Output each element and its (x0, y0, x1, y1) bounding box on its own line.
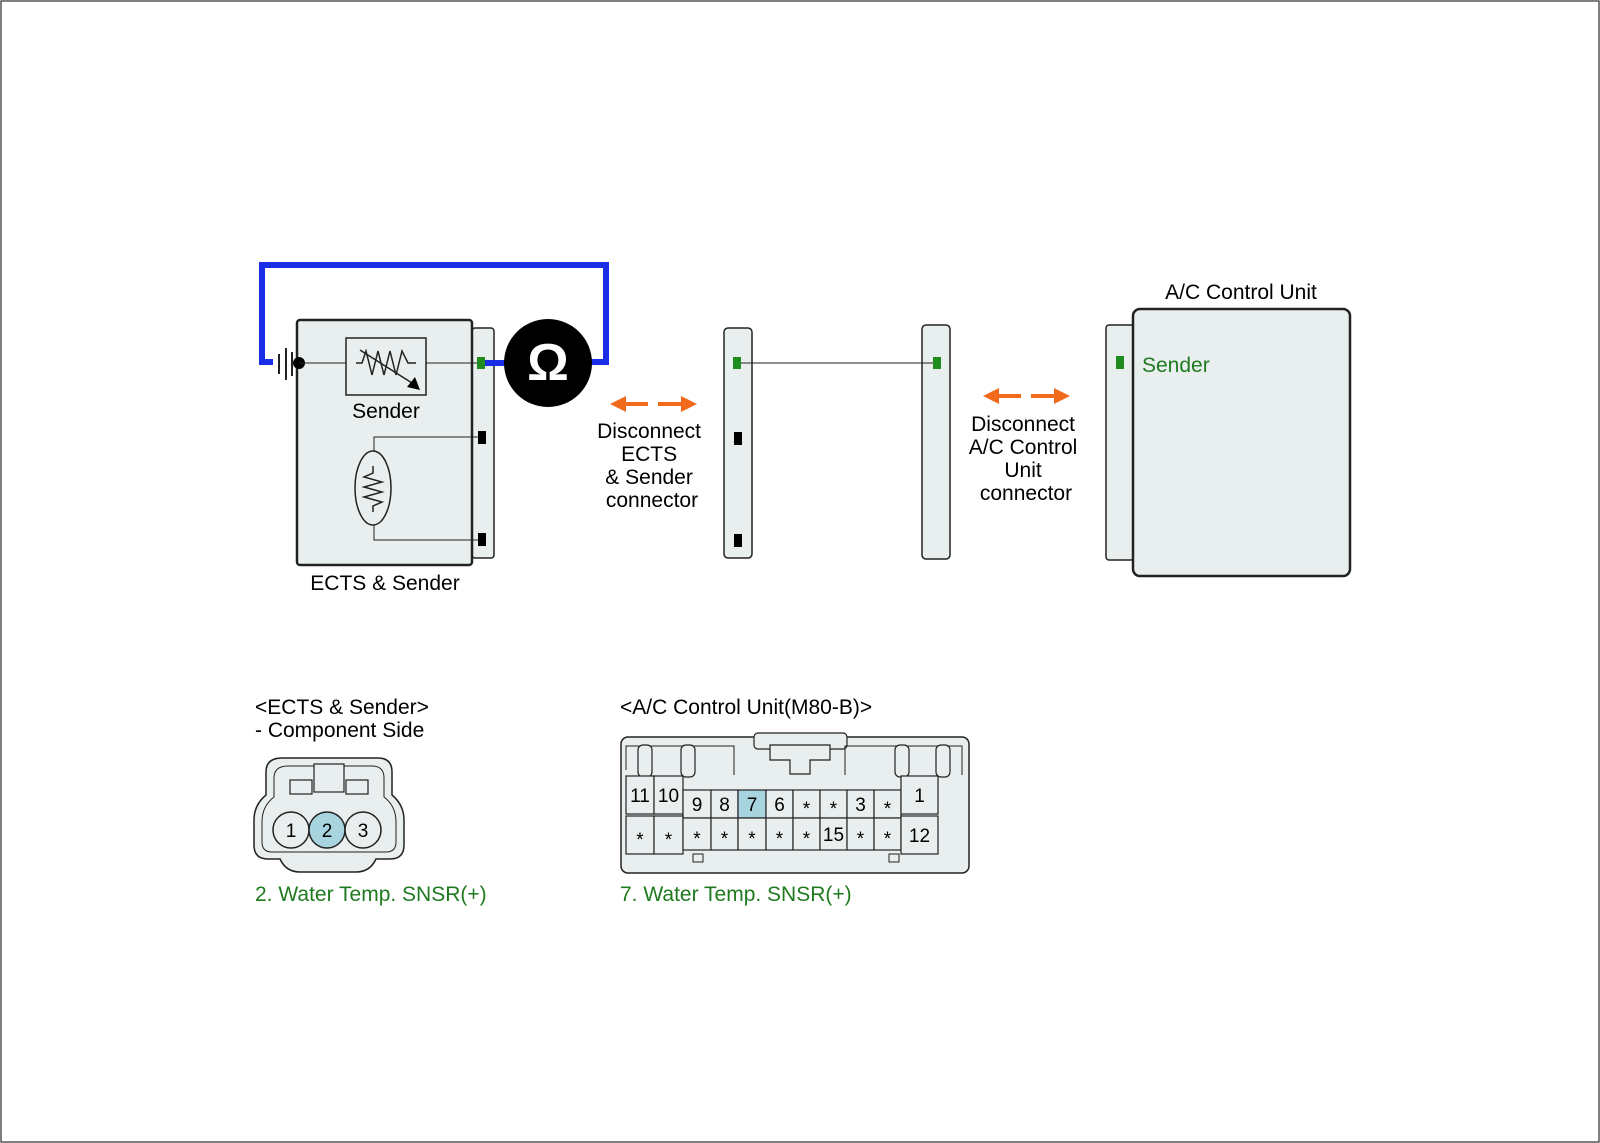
ac-pin-cell-bottom-5 (737, 817, 767, 851)
ac-pin-cell-bottom-4 (710, 817, 739, 851)
ac-pin-label-bottom-1: * (636, 830, 644, 851)
ac-unit-pin-sender (1116, 356, 1124, 369)
ac-pin-cell-top-11 (900, 775, 939, 815)
ac-connector-post-3 (894, 744, 910, 778)
ects-connector-latch-left (289, 779, 313, 795)
ac-connector-post-4 (935, 744, 951, 778)
ac-pin-label-top-2: 10 (658, 786, 679, 807)
harness-pin-left-sender (733, 357, 741, 369)
ac-pin-cell-bottom-9 (846, 817, 875, 851)
ohmmeter-icon: Ω (504, 319, 592, 407)
ac-pin-label-bottom-2: * (665, 830, 673, 851)
ac-unit-pin-label: Sender (1142, 354, 1210, 377)
ac-connector-post-1 (637, 744, 653, 778)
ects-pin-number-1: 1 (286, 821, 297, 842)
ects-connector-key (313, 763, 345, 793)
ac-pin-cell-bottom-1 (625, 815, 655, 855)
ac-pin-cell-top-3 (682, 789, 712, 819)
ac-connector-post-2 (680, 744, 696, 778)
ects-pin-number-3: 3 (358, 821, 369, 842)
disconnect-ects-text: Disconnect ECTS & Sender connector (597, 420, 707, 512)
ac-pin-cell-bottom-2 (653, 815, 684, 855)
ac-connector-caption: 7. Water Temp. SNSR(+) (620, 883, 852, 906)
ac-pin-cell-top-7 (792, 789, 821, 819)
harness-pin-left-3 (734, 534, 742, 547)
ects-sender-box (295, 318, 474, 567)
ac-pin-label-top-10: * (884, 799, 892, 820)
ects-connector-latch-right (345, 779, 369, 795)
harness-pin-left-2 (734, 432, 742, 445)
ac-pin-cell-top-10 (873, 789, 902, 819)
disconnect-arrows-right (983, 388, 1070, 404)
ects-connector-title: <ECTS & Sender> (255, 696, 429, 719)
ac-pin-cell-top-6 (765, 789, 794, 819)
ac-pin-cell-top-5 (737, 789, 767, 819)
ac-pin-label-top-6: 6 (774, 795, 785, 816)
harness-connector-right (921, 324, 951, 560)
ac-pin-label-top-11: 1 (914, 786, 925, 807)
ects-connector-view: <ECTS & Sender> - Component Side 1 2 3 2… (253, 696, 487, 906)
ac-pin-cell-top-8 (819, 789, 848, 819)
ac-connector-lock (769, 744, 831, 775)
ects-pin-sender (477, 357, 485, 369)
ac-connector-tab-1 (692, 853, 704, 863)
ects-pin-number-2: 2 (322, 821, 333, 842)
ac-pin-cell-bottom-3 (682, 817, 712, 851)
ac-connector-inner-left (625, 745, 735, 775)
ac-pin-label-top-9: 3 (855, 795, 866, 816)
ac-pin-label-bottom-10: * (884, 829, 892, 850)
ac-pin-cell-top-2 (653, 775, 684, 815)
ac-control-unit: Sender A/C Control Unit (1105, 281, 1352, 578)
ac-connector-tab-2 (888, 853, 900, 863)
ac-pin-label-top-7: * (803, 799, 811, 820)
ac-pin-label-bottom-4: * (721, 829, 729, 850)
disconnect-ac-text: Disconnect A/C Control Unit connector (969, 413, 1083, 505)
sender-label: Sender (352, 400, 420, 423)
variable-resistor-icon (345, 337, 427, 396)
ac-pin-label-top-1: 11 (630, 786, 650, 807)
ects-pin-3 (478, 533, 486, 546)
ac-pin-label-bottom-9: * (857, 829, 865, 850)
ac-unit-box (1131, 307, 1352, 578)
ects-connector-caption: 2. Water Temp. SNSR(+) (255, 883, 487, 906)
ac-pin-label-bottom-3: * (693, 829, 701, 850)
ac-pin-label-bottom-6: * (776, 829, 784, 850)
ects-pin-2 (478, 431, 486, 444)
probe-wire (259, 262, 609, 365)
ac-pin-cell-top-4 (710, 789, 739, 819)
ac-pin-cell-bottom-11 (900, 815, 939, 855)
ac-pin-cell-bottom-6 (765, 817, 794, 851)
ac-unit-title: A/C Control Unit (1165, 281, 1317, 304)
ects-sender-assembly: Sender ECTS & Sender (278, 318, 495, 595)
ects-pin-circle-3 (344, 811, 382, 849)
ac-pin-label-bottom-11: 12 (909, 826, 930, 847)
ac-pin-label-top-5: 7 (747, 795, 758, 816)
ects-connector-inner-outline (261, 765, 397, 853)
ohm-symbol: Ω (527, 334, 569, 392)
ects-connector-subtitle: - Component Side (255, 719, 424, 742)
ects-sender-title: ECTS & Sender (310, 572, 459, 595)
ac-connector-title: <A/C Control Unit(M80-B)> (620, 696, 872, 719)
ac-pin-label-top-3: 9 (692, 795, 703, 816)
ac-pin-label-bottom-7: * (803, 829, 811, 850)
ac-pin-label-top-8: * (830, 799, 838, 820)
disconnect-arrows-left (610, 396, 697, 412)
wiring-harness (723, 324, 951, 560)
thermistor-icon (354, 436, 482, 541)
ac-pin-label-bottom-5: * (748, 829, 756, 850)
harness-pin-right-sender (933, 357, 941, 369)
ac-pin-label-top-4: 8 (719, 795, 730, 816)
ac-pin-label-bottom-8: 15 (823, 825, 844, 846)
